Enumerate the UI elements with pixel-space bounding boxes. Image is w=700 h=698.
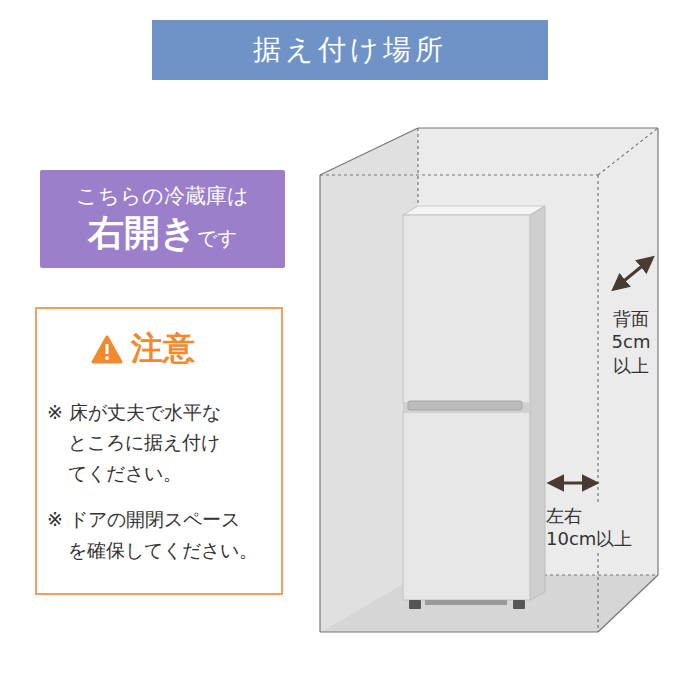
door-direction-badge: こちらの冷蔵庫は右開きです	[40, 170, 285, 268]
clearance-arrow	[614, 258, 652, 289]
caution-note: ※ 床が丈夫で水平な ところに据え付け てください。	[47, 401, 221, 484]
badge-text: 右開き	[88, 212, 197, 253]
title-banner: 据え付け場所	[152, 20, 548, 80]
badge-text: です	[197, 226, 237, 250]
room	[320, 128, 658, 632]
rear-clearance-label: 背面 5cm 以上	[607, 306, 655, 378]
warning-icon	[91, 335, 123, 364]
fridge-top	[403, 206, 545, 215]
fridge-upper-door	[403, 215, 530, 403]
room-dotted-edges	[320, 128, 658, 632]
refrigerator	[403, 206, 545, 609]
fridge-foot	[409, 600, 421, 609]
side-clearance-label: 左右 10cm以上	[546, 503, 646, 552]
fridge-side	[530, 206, 545, 600]
fridge-lower-door	[403, 412, 530, 600]
fridge-foot	[513, 600, 525, 609]
fridge-base	[425, 600, 507, 605]
clearance-arrow	[550, 482, 596, 485]
caution-note: ※ ドアの開閉スペース を確保してください。	[47, 508, 258, 560]
room-edges	[320, 128, 658, 632]
badge-text: こちらの冷蔵庫は	[76, 184, 249, 208]
fridge-handle	[408, 401, 522, 410]
caution-box: 注意 ※ 床が丈夫で水平な ところに据え付け てください。 ※ ドアの開閉スペース …	[35, 307, 283, 595]
caution-heading: 注意	[131, 327, 195, 371]
